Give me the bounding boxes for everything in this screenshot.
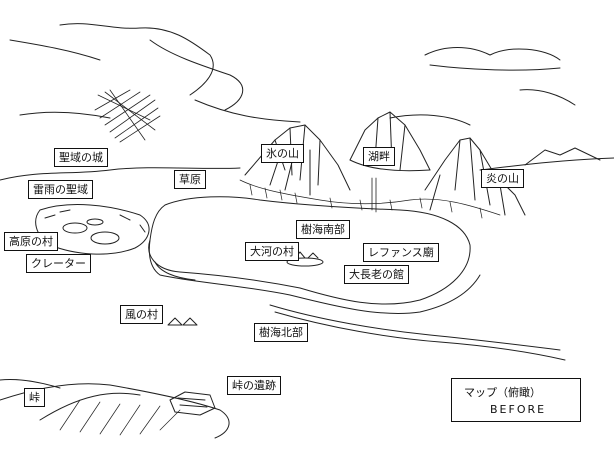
label-jukai-hokubu: 樹海北部	[254, 323, 308, 342]
label-refans-byou: レファンス廟	[363, 243, 439, 262]
horizon	[0, 147, 614, 181]
mountain-lake	[349, 111, 431, 172]
central-plateau	[148, 196, 481, 315]
river	[269, 304, 566, 361]
label-touge-no-iseki: 峠の遺跡	[227, 376, 281, 395]
village-wind	[167, 317, 198, 326]
clouds	[9, 23, 576, 126]
label-kougen-no-mura: 高原の村	[4, 232, 58, 251]
ruins	[169, 391, 216, 416]
label-sougen: 草原	[174, 170, 206, 189]
label-honoo-no-yama: 炎の山	[481, 169, 524, 188]
legend-title: マップ（俯瞰）	[464, 386, 541, 399]
label-touge: 峠	[24, 388, 45, 407]
label-crater: クレーター	[26, 254, 91, 273]
label-koori-no-yama: 氷の山	[261, 144, 304, 163]
label-daichourou-no-yakata: 大長老の館	[344, 265, 409, 284]
storm-lines	[94, 89, 161, 143]
label-kaze-no-mura: 風の村	[120, 305, 163, 324]
label-seiiki-no-shiro: 聖域の城	[54, 148, 108, 167]
forest-band	[239, 179, 501, 219]
label-jukai-nanbu: 樹海南部	[296, 220, 350, 239]
label-raiu-no-seiiki: 雷雨の聖域	[28, 180, 93, 199]
waterfall	[371, 177, 377, 213]
legend-subtitle: BEFORE	[490, 403, 547, 416]
label-kohan: 湖畔	[363, 147, 395, 166]
label-taiga-no-mura: 大河の村	[245, 242, 299, 261]
pass-ridge	[0, 379, 230, 439]
map-legend: マップ（俯瞰） BEFORE	[451, 378, 581, 422]
